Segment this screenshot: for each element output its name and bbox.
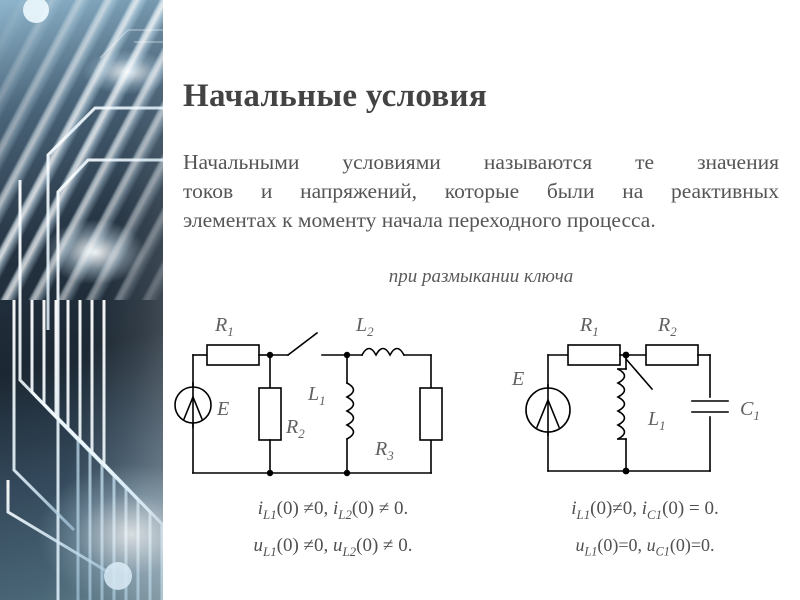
eq-l2-sym1: u [253, 534, 264, 556]
resistor-R1-right [567, 344, 621, 366]
body-paragraph: Начальными условиями называются те значе… [183, 148, 779, 235]
resistor-R2-right [645, 344, 699, 366]
junction-dots-left [266, 351, 351, 477]
page-title: Начальные условия [183, 78, 488, 114]
eq-r1-sym2: i [641, 498, 648, 519]
label-L2: L2 [355, 314, 374, 339]
eq-r2-sym2: u [646, 534, 656, 555]
body-line-2: токов и напряжений, которые были на реак… [183, 179, 779, 203]
eq-l1-sub1: L1 [263, 506, 277, 522]
label-L1-right: L1 [647, 408, 666, 433]
equations-left: iL1(0) ≠0, iL2(0) ≠ 0. uL1(0) ≠0, uL2(0)… [183, 493, 483, 567]
eq-l2-sym2: u [333, 534, 343, 556]
label-L1: L1 [307, 383, 326, 408]
eq-r2-sub2: C1 [655, 544, 670, 559]
eq-l2-sub2: L2 [342, 543, 357, 559]
eq-r2-sub1: L1 [584, 544, 598, 559]
circuit-diagram-left: R1 R2 R3 L1 L2 E [170, 305, 460, 490]
eq-r1-sym1: i [571, 498, 577, 519]
label-R3: R3 [374, 438, 394, 463]
junction-dots-right [622, 351, 630, 475]
eq-r1-text2: (0) = 0. [662, 498, 719, 519]
eq-l2-text1: (0) ≠0, [276, 534, 333, 556]
body-line-3: элементах к моменту начала переходного п… [183, 208, 656, 232]
resistor-R3 [419, 387, 443, 441]
equation-right-line-1: iL1(0)≠0, iC1(0) = 0. [500, 493, 790, 530]
equations-right: iL1(0)≠0, iC1(0) = 0. uL1(0)=0, uC1(0)=0… [500, 493, 790, 567]
label-R2-right: R2 [657, 314, 677, 339]
eq-l1-text2: (0) ≠ 0. [351, 498, 409, 519]
equation-right-line-2: uL1(0)=0, uC1(0)=0. [500, 530, 790, 568]
resistor-R2 [258, 387, 282, 441]
label-R1: R1 [214, 314, 234, 339]
eq-r2-text2: (0)=0. [669, 534, 715, 555]
resistor-R1 [206, 344, 260, 366]
circuit-diagram-right: R1 R2 L1 C1 E [500, 305, 790, 490]
label-E-right: E [511, 368, 524, 390]
equation-left-line-2: uL1(0) ≠0, uL2(0) ≠ 0. [183, 530, 483, 567]
label-R2: R2 [285, 416, 305, 441]
eq-l2-text2: (0) ≠ 0. [356, 534, 413, 556]
label-E-left: E [216, 398, 229, 420]
eq-r2-text1: (0)=0, [597, 534, 647, 555]
eq-l1-sym1: i [257, 498, 264, 519]
eq-r1-sub2: C1 [647, 506, 663, 522]
eq-l1-sym2: i [333, 498, 339, 519]
eq-r1-text1: (0)≠0, [590, 498, 642, 519]
eq-r1-sub1: L1 [576, 506, 591, 522]
body-line-1: Начальными условиями называются те значе… [183, 150, 779, 174]
eq-l2-sub1: L1 [263, 543, 277, 559]
label-C1: C1 [740, 398, 760, 423]
sidebar-decorative-image [0, 0, 163, 600]
label-R1-right: R1 [579, 314, 599, 339]
light-streaks [0, 0, 163, 300]
eq-r2-sym1: u [575, 534, 585, 555]
equation-left-line-1: iL1(0) ≠0, iL2(0) ≠ 0. [183, 493, 483, 530]
eq-l1-text1: (0) ≠0, [276, 498, 333, 519]
bottom-glow [0, 390, 163, 600]
subheading: при размыкании ключа [388, 266, 574, 287]
eq-l1-sub2: L2 [338, 506, 352, 522]
